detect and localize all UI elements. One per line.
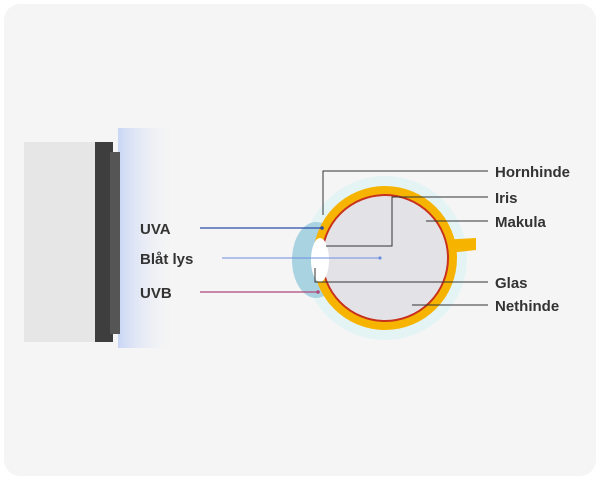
uva-label: UVA [140,221,171,238]
vitreous-label: Glas [495,275,528,292]
vitreous-leader [314,268,488,283]
uva-ray-end [320,226,324,230]
uvb-ray-end [316,290,320,294]
screen-panel [110,152,120,334]
macula-label: Makula [495,214,547,231]
iris-label: Iris [495,190,518,207]
blue-light-ray-end [378,256,382,260]
blue-light-label: Blåt lys [140,251,193,268]
lens [311,238,329,282]
screen-bezel [95,142,113,342]
retina-label: Nethinde [495,298,559,315]
cornea-leader [322,170,488,215]
iris-leader [326,196,488,247]
screen-housing [24,142,96,342]
cornea-label: Hornhinde [495,164,570,181]
uvb-label: UVB [140,285,172,302]
light-glow [118,128,176,348]
